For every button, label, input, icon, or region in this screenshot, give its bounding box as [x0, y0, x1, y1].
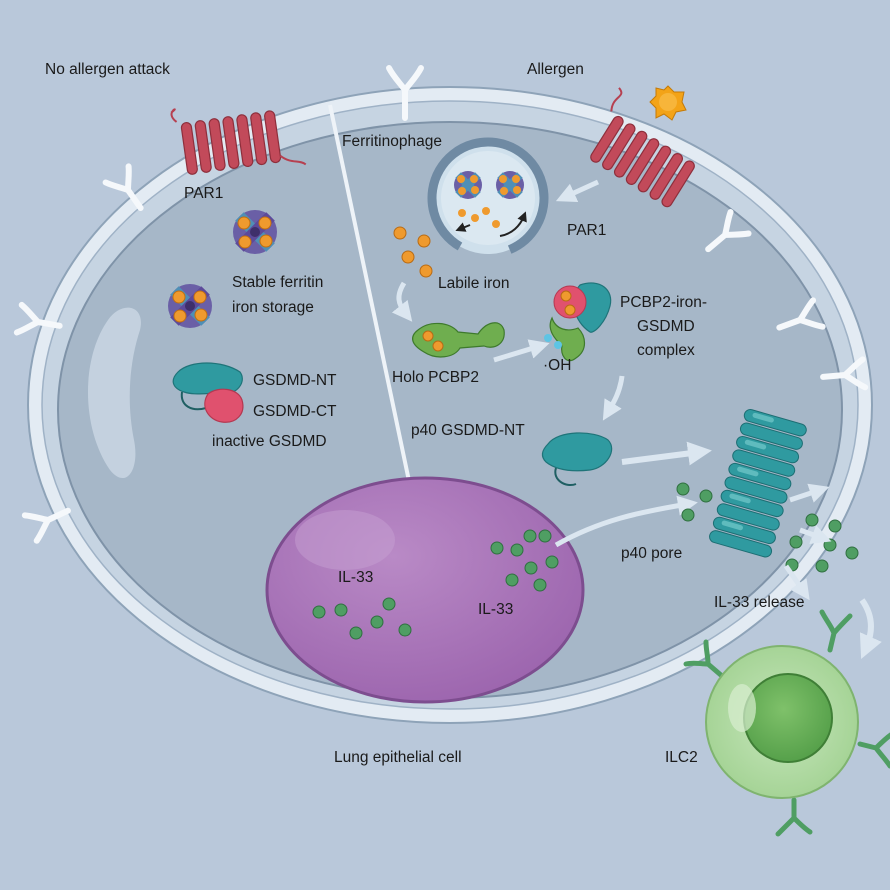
- arrow-to-ilc2: [859, 598, 882, 659]
- label-inactive-gsdmd: inactive GSDMD: [212, 433, 327, 450]
- label-pcbp2-complex-line2: GSDMD: [637, 318, 695, 335]
- ilc2-cell: [683, 609, 890, 837]
- label-no-allergen: No allergen attack: [45, 61, 170, 78]
- nucleus-body: [265, 476, 585, 704]
- il33-dots-pore: [676, 482, 713, 522]
- il33-dots-left: [312, 597, 412, 640]
- label-par1-left: PAR1: [184, 185, 223, 202]
- arrow-release-up: [789, 483, 830, 503]
- stable-ferritin-cluster-1: [233, 210, 277, 254]
- label-p40-gsdmd-nt: p40 GSDMD-NT: [411, 422, 525, 439]
- label-ferritinophage: Ferritinophage: [342, 133, 442, 150]
- ferritin-cluster-inner-1: [454, 171, 482, 199]
- label-lung-epithelial-cell: Lung epithelial cell: [334, 749, 462, 766]
- arrow-release-mid: [799, 525, 832, 544]
- arrow-iron-to-pcbp2: [391, 281, 413, 322]
- label-p40-pore: p40 pore: [621, 545, 682, 562]
- receptor-upper-right-icon: [705, 209, 752, 253]
- label-holo-pcbp2: Holo PCBP2: [392, 369, 479, 386]
- label-il33-left: IL-33: [338, 569, 373, 586]
- label-stable-ferritin-line1: Stable ferritin: [232, 274, 323, 291]
- receptor-left-icon: [13, 301, 63, 336]
- ferritinophage: [427, 137, 549, 259]
- receptor-right-lower-icon: [820, 356, 869, 391]
- label-par1-right: PAR1: [567, 222, 606, 239]
- arrow-p40-to-pore: [621, 441, 712, 466]
- label-hydroxyl-radical: ·OH: [543, 357, 571, 374]
- arrow-release-down: [783, 564, 810, 601]
- lung-epithelial-cell: [27, 86, 873, 724]
- ferritin-cluster-inner-2: [496, 171, 524, 199]
- receptor-top-icon: [386, 65, 424, 121]
- allergen-icon: [649, 85, 687, 121]
- label-il33-release: IL-33 release: [714, 594, 804, 611]
- label-il33-right: IL-33: [478, 601, 513, 618]
- arrow-il33-to-pore: [554, 495, 698, 548]
- inactive-gsdmd-protein: [172, 362, 244, 423]
- label-ilc2: ILC2: [665, 749, 698, 766]
- label-allergen: Allergen: [527, 61, 584, 78]
- nucleus: [265, 476, 585, 704]
- receptor-right-icon: [776, 297, 826, 331]
- ilc2-receptors: [683, 609, 890, 837]
- pcbp2-iron-gsdmd-complex: [544, 282, 612, 362]
- stable-ferritin-cluster-2: [168, 284, 212, 328]
- il33-dots-right: [490, 529, 559, 592]
- arrow-complex-to-p40: [602, 375, 625, 421]
- arrow-pcbp2-to-complex: [493, 339, 550, 363]
- nucleus-highlight: [295, 510, 395, 570]
- holo-pcbp2-protein: [412, 322, 505, 358]
- par1-right-receptor: [590, 87, 695, 208]
- label-pcbp2-complex-line3: complex: [637, 342, 695, 359]
- p40-gsdmd-nt-protein: [541, 432, 613, 486]
- receptor-upper-left-icon: [102, 163, 144, 212]
- membrane-receptors: [13, 65, 869, 544]
- label-stable-ferritin-line2: iron storage: [232, 299, 314, 316]
- er-organelle: [87, 307, 141, 479]
- label-labile-iron: Labile iron: [438, 275, 510, 292]
- label-gsdmd-nt: GSDMD-NT: [253, 372, 337, 389]
- par1-left-receptor: [170, 108, 307, 175]
- label-pcbp2-complex-line1: PCBP2-iron-: [620, 294, 707, 311]
- label-gsdmd-ct: GSDMD-CT: [253, 403, 337, 420]
- p40-pore: [709, 409, 807, 558]
- arrow-par1-to-ferritinophage: [555, 179, 600, 202]
- receptor-lower-left-icon: [21, 507, 71, 544]
- labels: No allergen attack Allergen Ferritinopha…: [45, 61, 804, 766]
- labile-iron-dots: [393, 226, 433, 278]
